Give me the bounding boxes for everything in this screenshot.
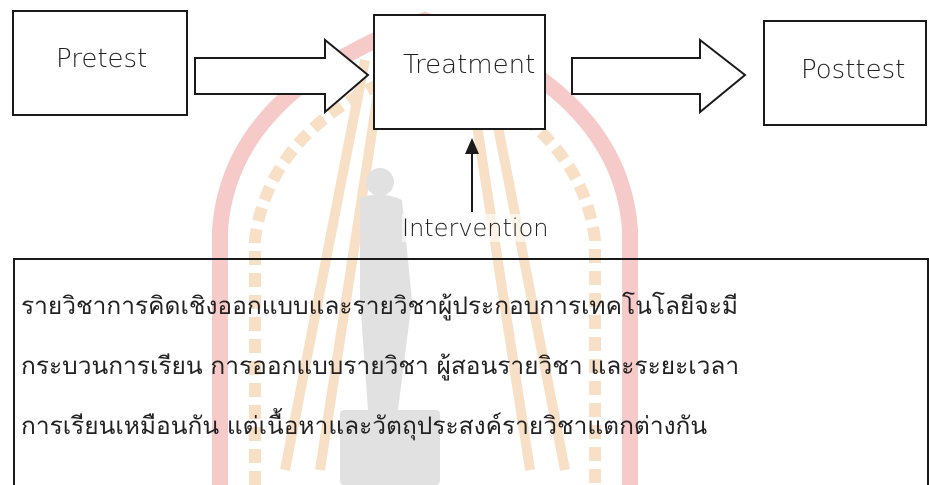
intervention-label: Intervention: [402, 214, 549, 242]
posttest-box: Posttest: [763, 20, 927, 126]
description-line-1: รายวิชาการคิดเชิงออกแบบและรายวิชาผู้ประก…: [21, 291, 739, 320]
watermark-statue-figure: [340, 168, 440, 485]
description-line-3: การเรียนเหมือนกัน แต่เนื้อหาและวัตถุประส…: [21, 411, 708, 440]
description-panel: รายวิชาการคิดเชิงออกแบบและรายวิชาผู้ประก…: [13, 258, 929, 485]
watermark-left-tower: [280, 59, 385, 471]
watermark-inner-arch: [249, 58, 601, 485]
pretest-label: Pretest: [56, 44, 148, 74]
posttest-label: Posttest: [801, 55, 906, 85]
treatment-box: Treatment: [373, 14, 546, 130]
pretest-box: Pretest: [12, 10, 188, 116]
treatment-label: Treatment: [403, 50, 536, 80]
description-line-2: กระบวนการเรียน การออกแบบรายวิชา ผู้สอนรา…: [21, 351, 740, 380]
